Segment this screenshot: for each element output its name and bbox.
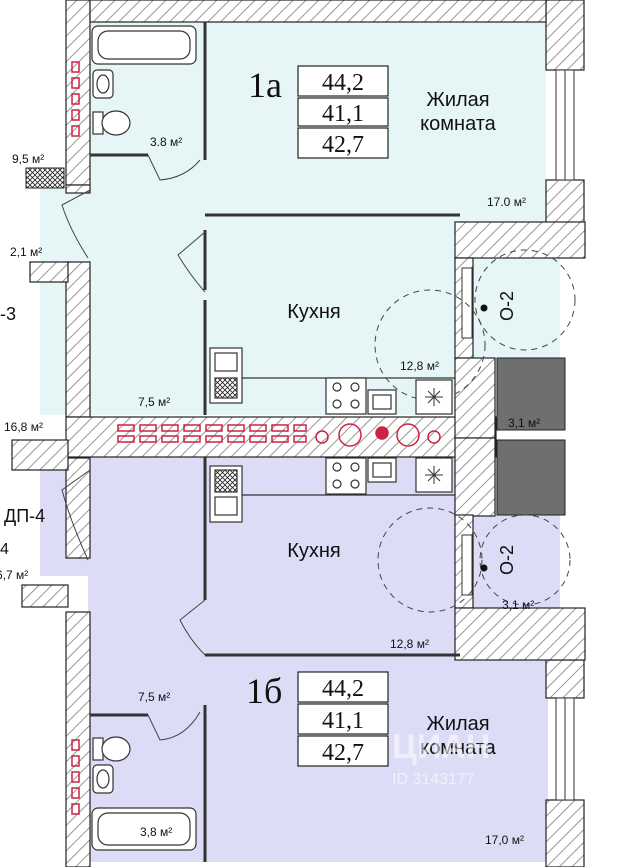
neighbor-label-3: -3 xyxy=(0,304,16,324)
apartment-b-living-label-1: Жилая xyxy=(426,713,489,735)
toilet-b-icon xyxy=(92,736,131,762)
apartment-b-area-reduced: 42,7 xyxy=(322,740,364,766)
sink-a-icon xyxy=(92,69,114,99)
apartment-a-living-label-1: Жилая xyxy=(426,89,489,111)
apartment-b-area-living: 41,1 xyxy=(322,708,364,734)
area-box-a xyxy=(297,65,389,159)
sink-b-icon xyxy=(92,764,114,794)
shaft-blocks xyxy=(496,357,566,516)
apartment-b-number: 1б xyxy=(246,671,282,711)
shaft-marker-a xyxy=(480,304,488,312)
bathtub-b-icon xyxy=(91,807,197,851)
neighbor-area-4: 6,7 м² xyxy=(0,568,28,582)
watermark-brand: ЦИАН xyxy=(392,728,490,766)
apartment-b-living-area: 17,0 м² xyxy=(485,833,524,847)
kitchen-a-counter xyxy=(209,347,455,415)
apartment-b-area-total: 44,2 xyxy=(322,676,364,702)
apartment-b-shaft-label: О-2 xyxy=(497,545,517,575)
windows xyxy=(461,69,575,801)
bathtub-a-icon xyxy=(91,25,197,65)
neighbor-label-4: 4 xyxy=(0,541,9,558)
apartment-a-kitchen-label: Кухня xyxy=(287,301,341,323)
door-swings xyxy=(61,154,576,741)
neighbor-grate xyxy=(25,167,65,189)
apartment-a-number: 1а xyxy=(248,65,282,105)
heater-bath-a xyxy=(71,61,80,137)
apartment-b-bath-area: 3,8 м² xyxy=(140,825,172,839)
neighbor-area-2: 2,1 м² xyxy=(10,245,42,259)
apartment-b-kitchen-label: Кухня xyxy=(287,540,341,562)
apartment-a-area-living: 41,1 xyxy=(322,101,364,127)
kitchen-b-counter xyxy=(209,457,455,523)
neighbor-area-1: 9,5 м² xyxy=(12,152,44,166)
apartment-a-area-total: 44,2 xyxy=(322,70,364,96)
partitions xyxy=(90,22,460,862)
apartment-a-living-label-2: комната xyxy=(420,113,497,135)
apartment-a-living-area: 17.0 м² xyxy=(487,195,526,209)
heater-bath-b xyxy=(71,739,80,815)
apartment-a-hall-area: 7,5 м² xyxy=(138,395,170,409)
apartment-b-hall-area: 7,5 м² xyxy=(138,690,170,704)
apartment-a-loggia-area: 3,1 м² xyxy=(508,416,540,430)
watermark-id: ID 3143177 xyxy=(392,771,475,788)
apartment-b-loggia-area: 3,1 м² xyxy=(502,598,534,612)
apartment-a-shaft-label: О-2 xyxy=(497,291,517,321)
area-box-b xyxy=(297,671,389,767)
heater-slab xyxy=(117,423,441,447)
shaft-marker-b xyxy=(480,564,488,572)
neighbor-label-dp4: ДП-4 xyxy=(4,506,45,526)
apartment-b-living-label-2: комната xyxy=(420,737,497,759)
apartment-a-bath-area: 3.8 м² xyxy=(150,135,182,149)
apartment-a-area-reduced: 42,7 xyxy=(322,132,364,158)
apartment-a-kitchen-area: 12,8 м² xyxy=(400,359,439,373)
neighbor-area-3: 16,8 м² xyxy=(4,420,43,434)
toilet-a-icon xyxy=(92,110,131,136)
apartment-b-kitchen-area: 12,8 м² xyxy=(390,637,429,651)
